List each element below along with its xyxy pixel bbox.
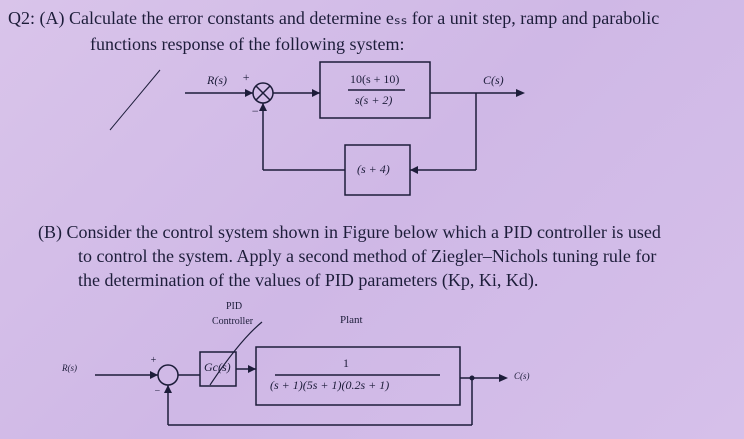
forward-block <box>319 61 431 119</box>
output-label-a: C(s) <box>483 73 504 87</box>
plant-denominator: (s + 1)(5s + 1)(0.2s + 1) <box>270 378 390 392</box>
minus-sign-a: − <box>251 104 260 118</box>
feedback-label: (s + 4) <box>357 162 390 176</box>
summing-junction-b <box>157 364 179 386</box>
plus-sign-a: + <box>242 70 251 84</box>
forward-denominator: s(s + 2) <box>355 93 393 107</box>
forward-numerator: 10(s + 10) <box>350 72 400 86</box>
question-b-line2: to control the system. Apply a second me… <box>78 246 657 266</box>
input-label-a: R(s) <box>207 73 227 87</box>
controller-label: Controller <box>212 316 254 327</box>
controller-tf: Gc(s) <box>204 360 231 374</box>
question-b-line1: (B) Consider the control system shown in… <box>38 222 661 242</box>
pid-label: PID <box>226 301 243 312</box>
plant-block <box>255 346 461 406</box>
question-a-line2: functions response of the following syst… <box>90 34 405 54</box>
minus-sign-b: − <box>154 386 161 397</box>
pen-stroke <box>109 69 161 131</box>
plant-label: Plant <box>340 314 363 326</box>
plant-numerator: 1 <box>343 356 349 370</box>
input-label-b: R(s) <box>62 363 77 373</box>
plus-sign-b: + <box>150 355 157 366</box>
question-a-line1: Q2: (A) Calculate the error constants an… <box>8 8 660 28</box>
question-b-line3: the determination of the values of PID p… <box>78 270 539 290</box>
output-label-b: C(s) <box>514 371 530 381</box>
